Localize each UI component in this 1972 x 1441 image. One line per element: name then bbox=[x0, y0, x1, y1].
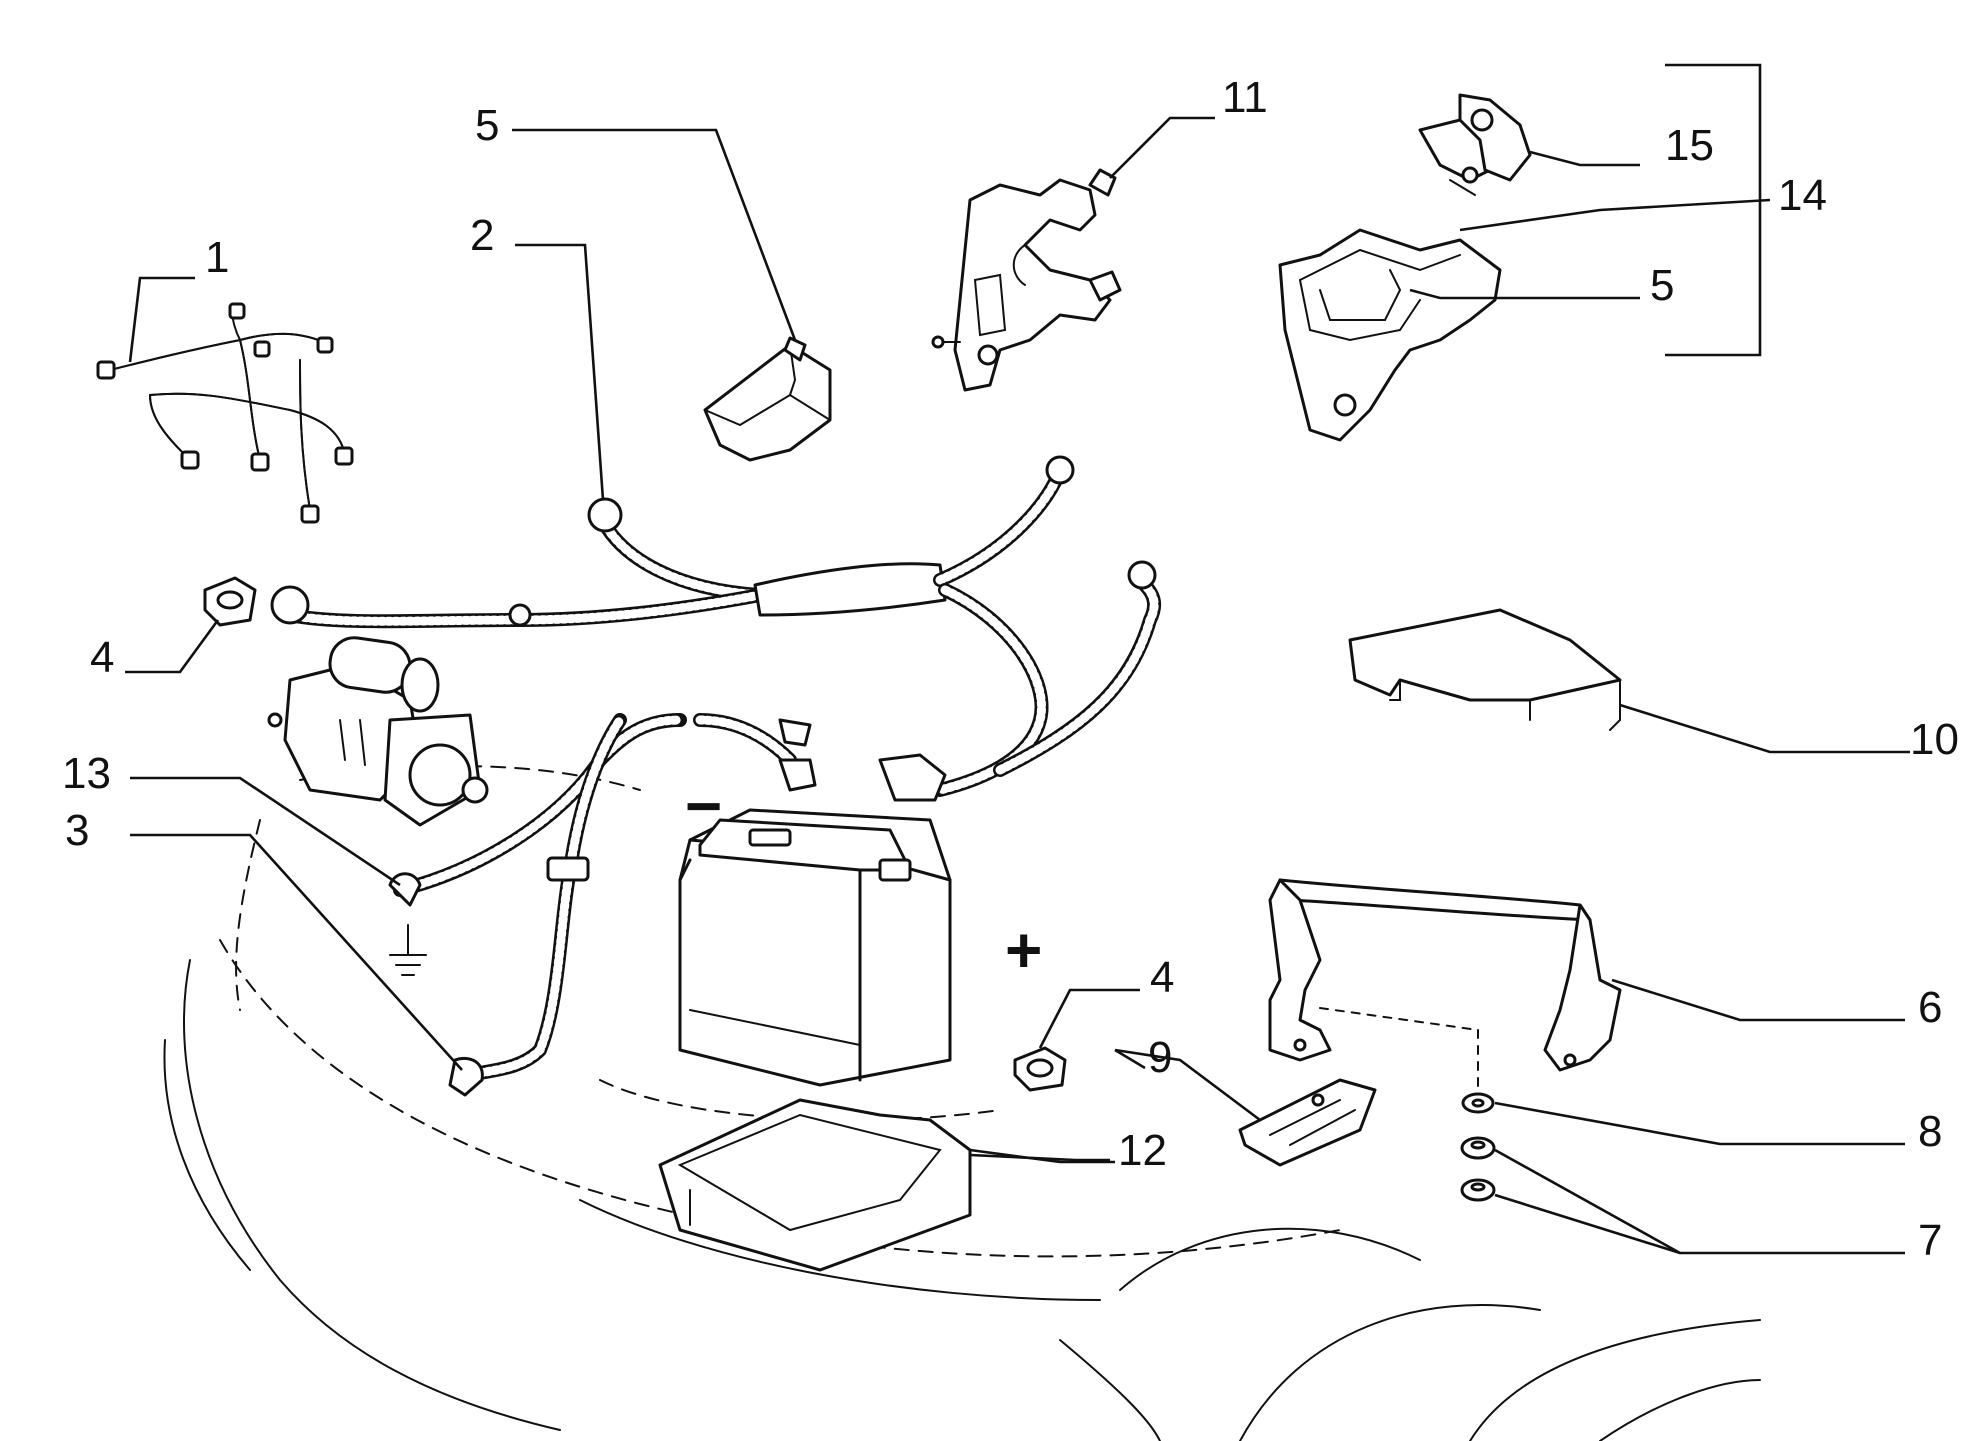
car-body-outline bbox=[163, 765, 1761, 1441]
leader-lines bbox=[125, 63, 1910, 1255]
part-clamp bbox=[1238, 1078, 1377, 1167]
part-battery-cable-main bbox=[283, 455, 1162, 802]
callout-6: 6 bbox=[1918, 983, 1942, 1032]
callout-10: 10 bbox=[1910, 715, 1959, 764]
callout-labels: 1 2 3 4 4 5 5 6 7 8 9 10 11 12 13 14 15 bbox=[62, 73, 1959, 1265]
callout-2: 2 bbox=[470, 211, 494, 260]
part-bracket-11 bbox=[931, 168, 1122, 392]
part-battery bbox=[678, 808, 952, 1087]
part-battery-tray bbox=[658, 1098, 972, 1272]
callout-14: 14 bbox=[1778, 171, 1827, 220]
part-wiring-harness bbox=[96, 302, 354, 524]
callout-11: 11 bbox=[1222, 73, 1268, 122]
polarity-signs: − + bbox=[685, 770, 1042, 986]
callout-8: 8 bbox=[1918, 1107, 1942, 1156]
part-hold-down-strap bbox=[1268, 878, 1622, 1072]
callout-3: 3 bbox=[65, 806, 89, 855]
negative-sign: − bbox=[685, 770, 722, 842]
callout-5-right: 5 bbox=[1650, 261, 1674, 310]
callout-5-left: 5 bbox=[475, 101, 499, 150]
callout-13: 13 bbox=[62, 749, 111, 798]
callout-4-left: 4 bbox=[90, 633, 114, 682]
part-starter-motor bbox=[267, 585, 489, 827]
part-ground-cable bbox=[388, 713, 817, 1097]
callout-4-right: 4 bbox=[1150, 953, 1174, 1002]
part-washers bbox=[1319, 1007, 1496, 1202]
callout-15: 15 bbox=[1665, 121, 1714, 170]
part-clip-small bbox=[703, 336, 832, 462]
callout-7: 7 bbox=[1918, 1216, 1942, 1265]
part-cover bbox=[1348, 608, 1622, 731]
part-nuts bbox=[203, 576, 1067, 1092]
callout-12: 12 bbox=[1118, 1126, 1167, 1175]
callout-9: 9 bbox=[1148, 1033, 1172, 1082]
part-relay-bracket-assembly bbox=[1278, 93, 1532, 442]
positive-sign: + bbox=[1005, 914, 1042, 986]
callout-1: 1 bbox=[205, 233, 229, 282]
